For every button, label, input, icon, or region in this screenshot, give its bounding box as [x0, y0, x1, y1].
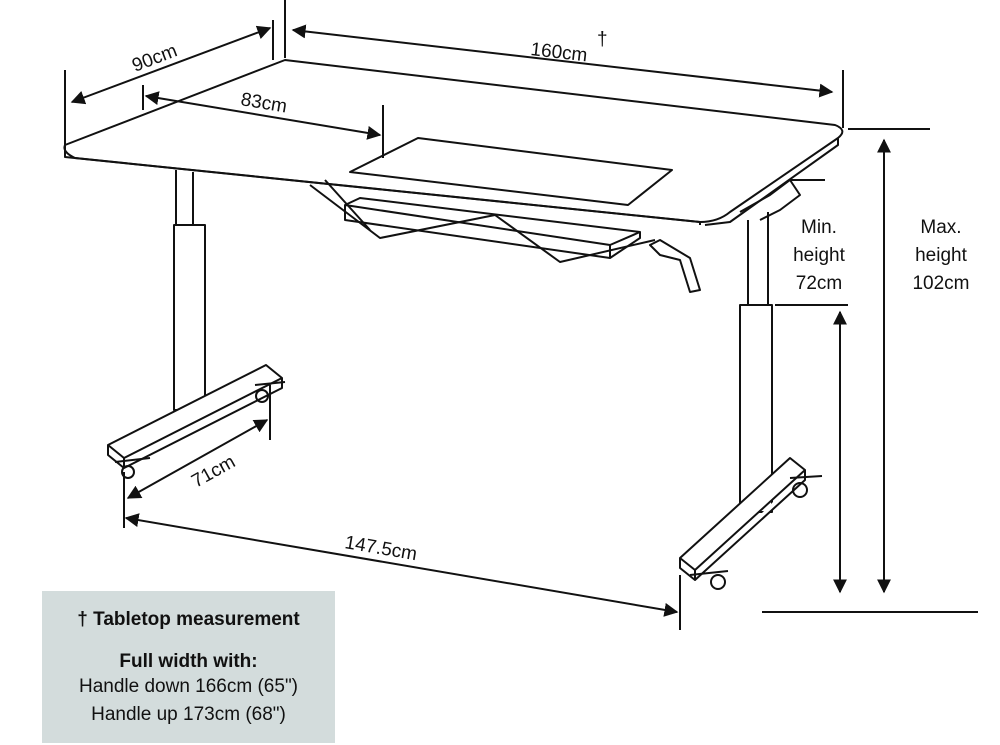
depth-dim [70, 25, 272, 105]
left-leg [173, 170, 206, 411]
foot-length-label: 71cm [188, 451, 239, 492]
info-title: † Tabletop measurement [77, 609, 300, 630]
crank-handle [649, 179, 825, 293]
info-box: † Tabletop measurement Full width with: … [42, 591, 335, 743]
min-height-label-2: height [793, 245, 845, 266]
min-height-value: 72cm [795, 273, 843, 294]
max-height-label-1: Max. [920, 217, 962, 238]
width-dim [291, 24, 834, 98]
min-height-label-1: Min. [801, 217, 837, 238]
foot-length-dim [126, 419, 269, 499]
foot-span-dim [124, 513, 679, 617]
right-leg [739, 212, 773, 513]
width-dagger: † [597, 29, 608, 50]
under-shelf [344, 197, 641, 259]
dimension-lines [64, 0, 978, 630]
right-foot [679, 457, 806, 581]
info-line: Handle down 166cm (65") [78, 676, 299, 697]
min-height-label: Min. height 72cm [780, 214, 858, 298]
tabletop-cutout [349, 137, 673, 206]
info-subtitle: Full width with: [119, 651, 258, 672]
info-line: Handle up 173cm (68") [91, 704, 286, 725]
max-height-value: 102cm [912, 273, 970, 294]
foot-span-label: 147.5cm [343, 532, 418, 565]
width-label: 160cm [529, 39, 588, 66]
desk-outline [63, 59, 844, 590]
max-height-label-2: height [915, 245, 967, 266]
max-height-label: Max. height 102cm [898, 214, 984, 298]
cutout-offset-dim [144, 91, 382, 140]
